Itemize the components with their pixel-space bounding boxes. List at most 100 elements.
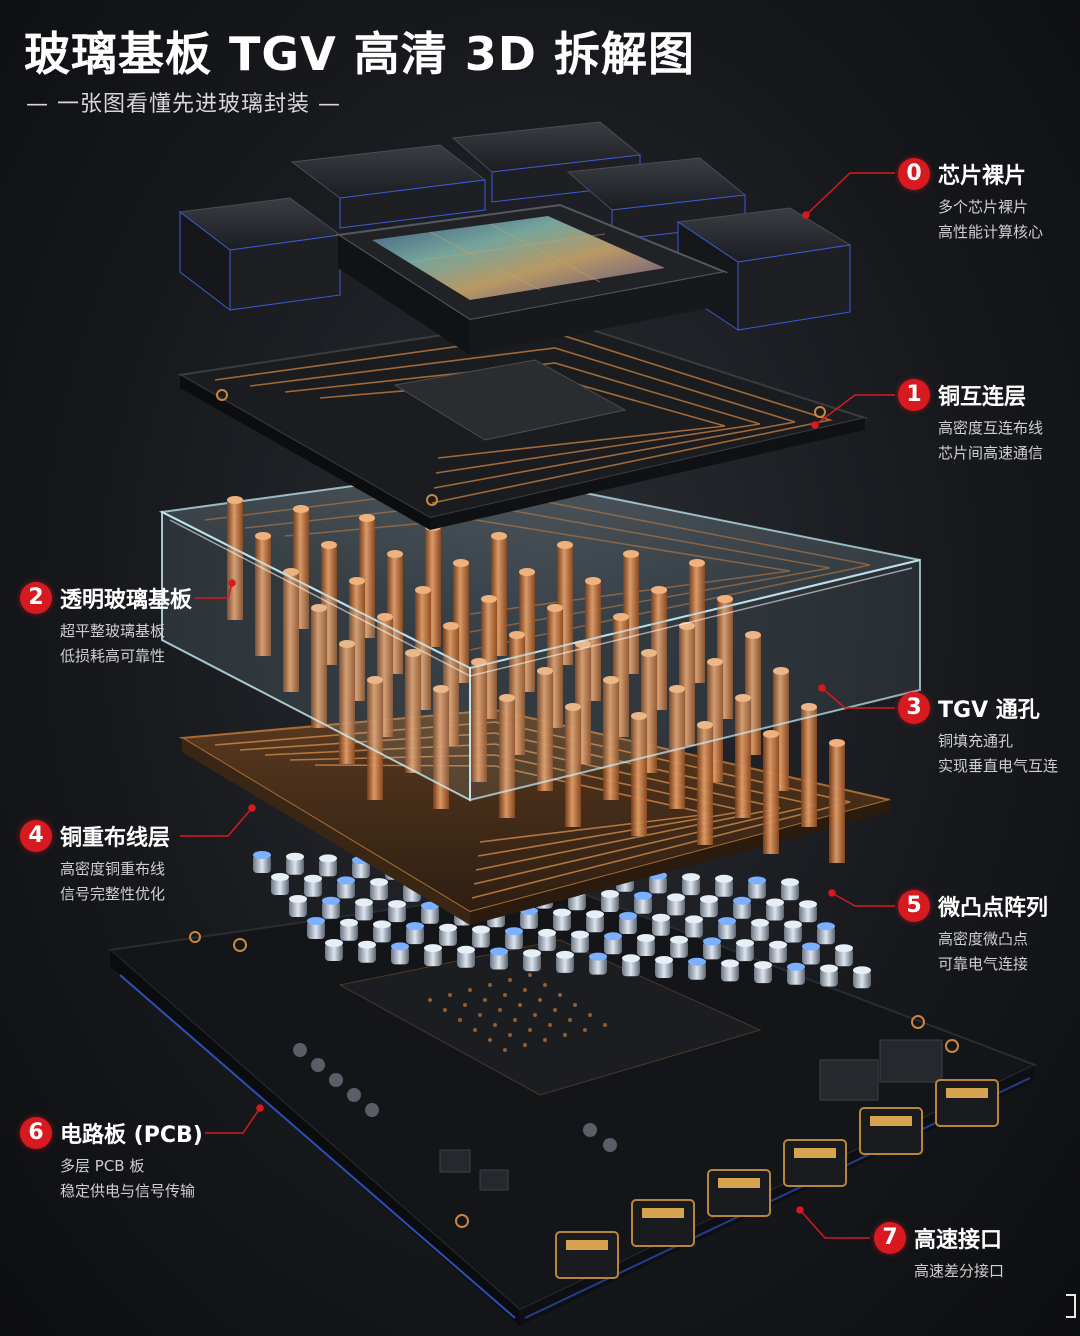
callout-badge: 1 [898, 379, 930, 411]
callout-desc: 稳定供电与信号传输 [60, 1182, 196, 1200]
leader-line-1 [814, 394, 895, 426]
micro-bump [538, 928, 556, 951]
micro-bump [553, 908, 571, 931]
callout-title: TGV 通孔 [938, 698, 1040, 723]
callout-desc: 高速差分接口 [914, 1262, 1005, 1280]
micro-bump [505, 927, 523, 950]
micro-bump [655, 956, 673, 978]
micro-bump [721, 959, 739, 982]
hbm-stack-back-left [290, 144, 487, 229]
tgv-pillar [603, 676, 619, 800]
tgv-pillar [283, 568, 299, 692]
tgv-pillar [405, 649, 421, 773]
tgv-pillar [565, 703, 581, 827]
callout-desc: 多层 PCB 板 [60, 1157, 145, 1175]
copper-interconnect-layer [177, 316, 869, 530]
micro-bump [766, 898, 784, 921]
micro-bump [307, 917, 325, 939]
hbm-stack-back [451, 121, 642, 203]
callout-badge: 5 [898, 890, 930, 922]
callout-desc: 多个芯片裸片 [938, 198, 1029, 216]
micro-bump [406, 922, 424, 945]
callout-1-copper-interconnect: 1 铜互连层 高密度互连布线 芯片间高速通信 [898, 379, 1043, 462]
callout-desc: 超平整玻璃基板 [60, 622, 166, 640]
micro-bump [388, 900, 406, 923]
micro-bump [835, 944, 853, 967]
micro-bump [556, 950, 574, 973]
micro-bump [853, 966, 871, 989]
micro-bump [817, 922, 835, 945]
tgv-via-array [227, 496, 845, 863]
callout-badge: 2 [20, 582, 52, 614]
micro-bump [637, 934, 655, 956]
micro-bump [457, 945, 475, 968]
micro-bump [799, 900, 817, 923]
micro-bump [619, 912, 637, 934]
hbm-stack-left [178, 197, 342, 312]
callout-desc: 高密度铜重布线 [60, 860, 166, 878]
leader-line-7 [799, 1209, 870, 1239]
micro-bump [391, 942, 409, 965]
callout-title: 芯片裸片 [938, 164, 1027, 189]
callout-desc: 芯片间高速通信 [938, 444, 1044, 462]
micro-bump [670, 935, 688, 958]
tgv-pillar [631, 712, 647, 836]
callout-desc: 高性能计算核心 [938, 223, 1044, 241]
micro-bump [604, 932, 622, 955]
micro-bump [490, 947, 508, 970]
corner-bracket [1066, 1294, 1076, 1318]
micro-bump [289, 895, 307, 917]
callout-badge: 0 [898, 158, 930, 190]
callout-title: 高速接口 [914, 1228, 1003, 1253]
micro-bump [688, 957, 706, 980]
callout-desc: 高密度互连布线 [938, 419, 1044, 437]
micro-bump [703, 937, 721, 960]
micro-bump [715, 874, 733, 897]
micro-bump [733, 896, 751, 919]
tgv-pillar [311, 604, 327, 728]
leader-line-2 [195, 582, 233, 599]
callout-badge: 6 [20, 1117, 52, 1149]
tgv-pillar [537, 667, 553, 791]
micro-bump [358, 940, 376, 963]
micro-bump [322, 896, 340, 919]
leader-line-4 [180, 807, 253, 837]
leader-line-3 [821, 687, 895, 709]
leader-line-6 [205, 1107, 261, 1134]
micro-bump [736, 939, 754, 962]
tgv-pillar [735, 694, 751, 818]
micro-bump [253, 851, 271, 873]
callout-desc: 可靠电气连接 [938, 955, 1029, 973]
micro-bump [769, 940, 787, 963]
micro-bump [652, 913, 670, 936]
callout-title: 透明玻璃基板 [60, 588, 193, 613]
micro-bump [784, 920, 802, 943]
micro-bump [421, 901, 439, 924]
micro-bump [472, 925, 490, 948]
micro-bump [781, 878, 799, 901]
page-title: 玻璃基板 TGV 高清 3D 拆解图 [24, 27, 695, 81]
micro-bump [682, 873, 700, 896]
micro-bump [754, 961, 772, 984]
leader-line-0 [805, 172, 895, 216]
callout-desc: 实现垂直电气互连 [938, 757, 1059, 775]
micro-bump [370, 878, 388, 901]
micro-bump [523, 949, 541, 972]
callout-title: 铜互连层 [938, 385, 1027, 410]
tgv-pillar [499, 694, 515, 818]
callout-title: 微凸点阵列 [938, 896, 1049, 921]
callout-badge: 3 [898, 692, 930, 724]
callout-title: 电路板 (PCB) [60, 1123, 203, 1148]
callout-desc: 铜填充通孔 [938, 732, 1014, 750]
high-speed-connectors [555, 1079, 999, 1279]
callout-title: 铜重布线层 [60, 826, 171, 851]
micro-bump [718, 917, 736, 940]
tgv-pillar [697, 721, 713, 845]
micro-bump [319, 854, 337, 877]
micro-bump [586, 910, 604, 933]
callout-3-tgv-via: 3 TGV 通孔 铜填充通孔 实现垂直电气互连 [898, 692, 1058, 775]
